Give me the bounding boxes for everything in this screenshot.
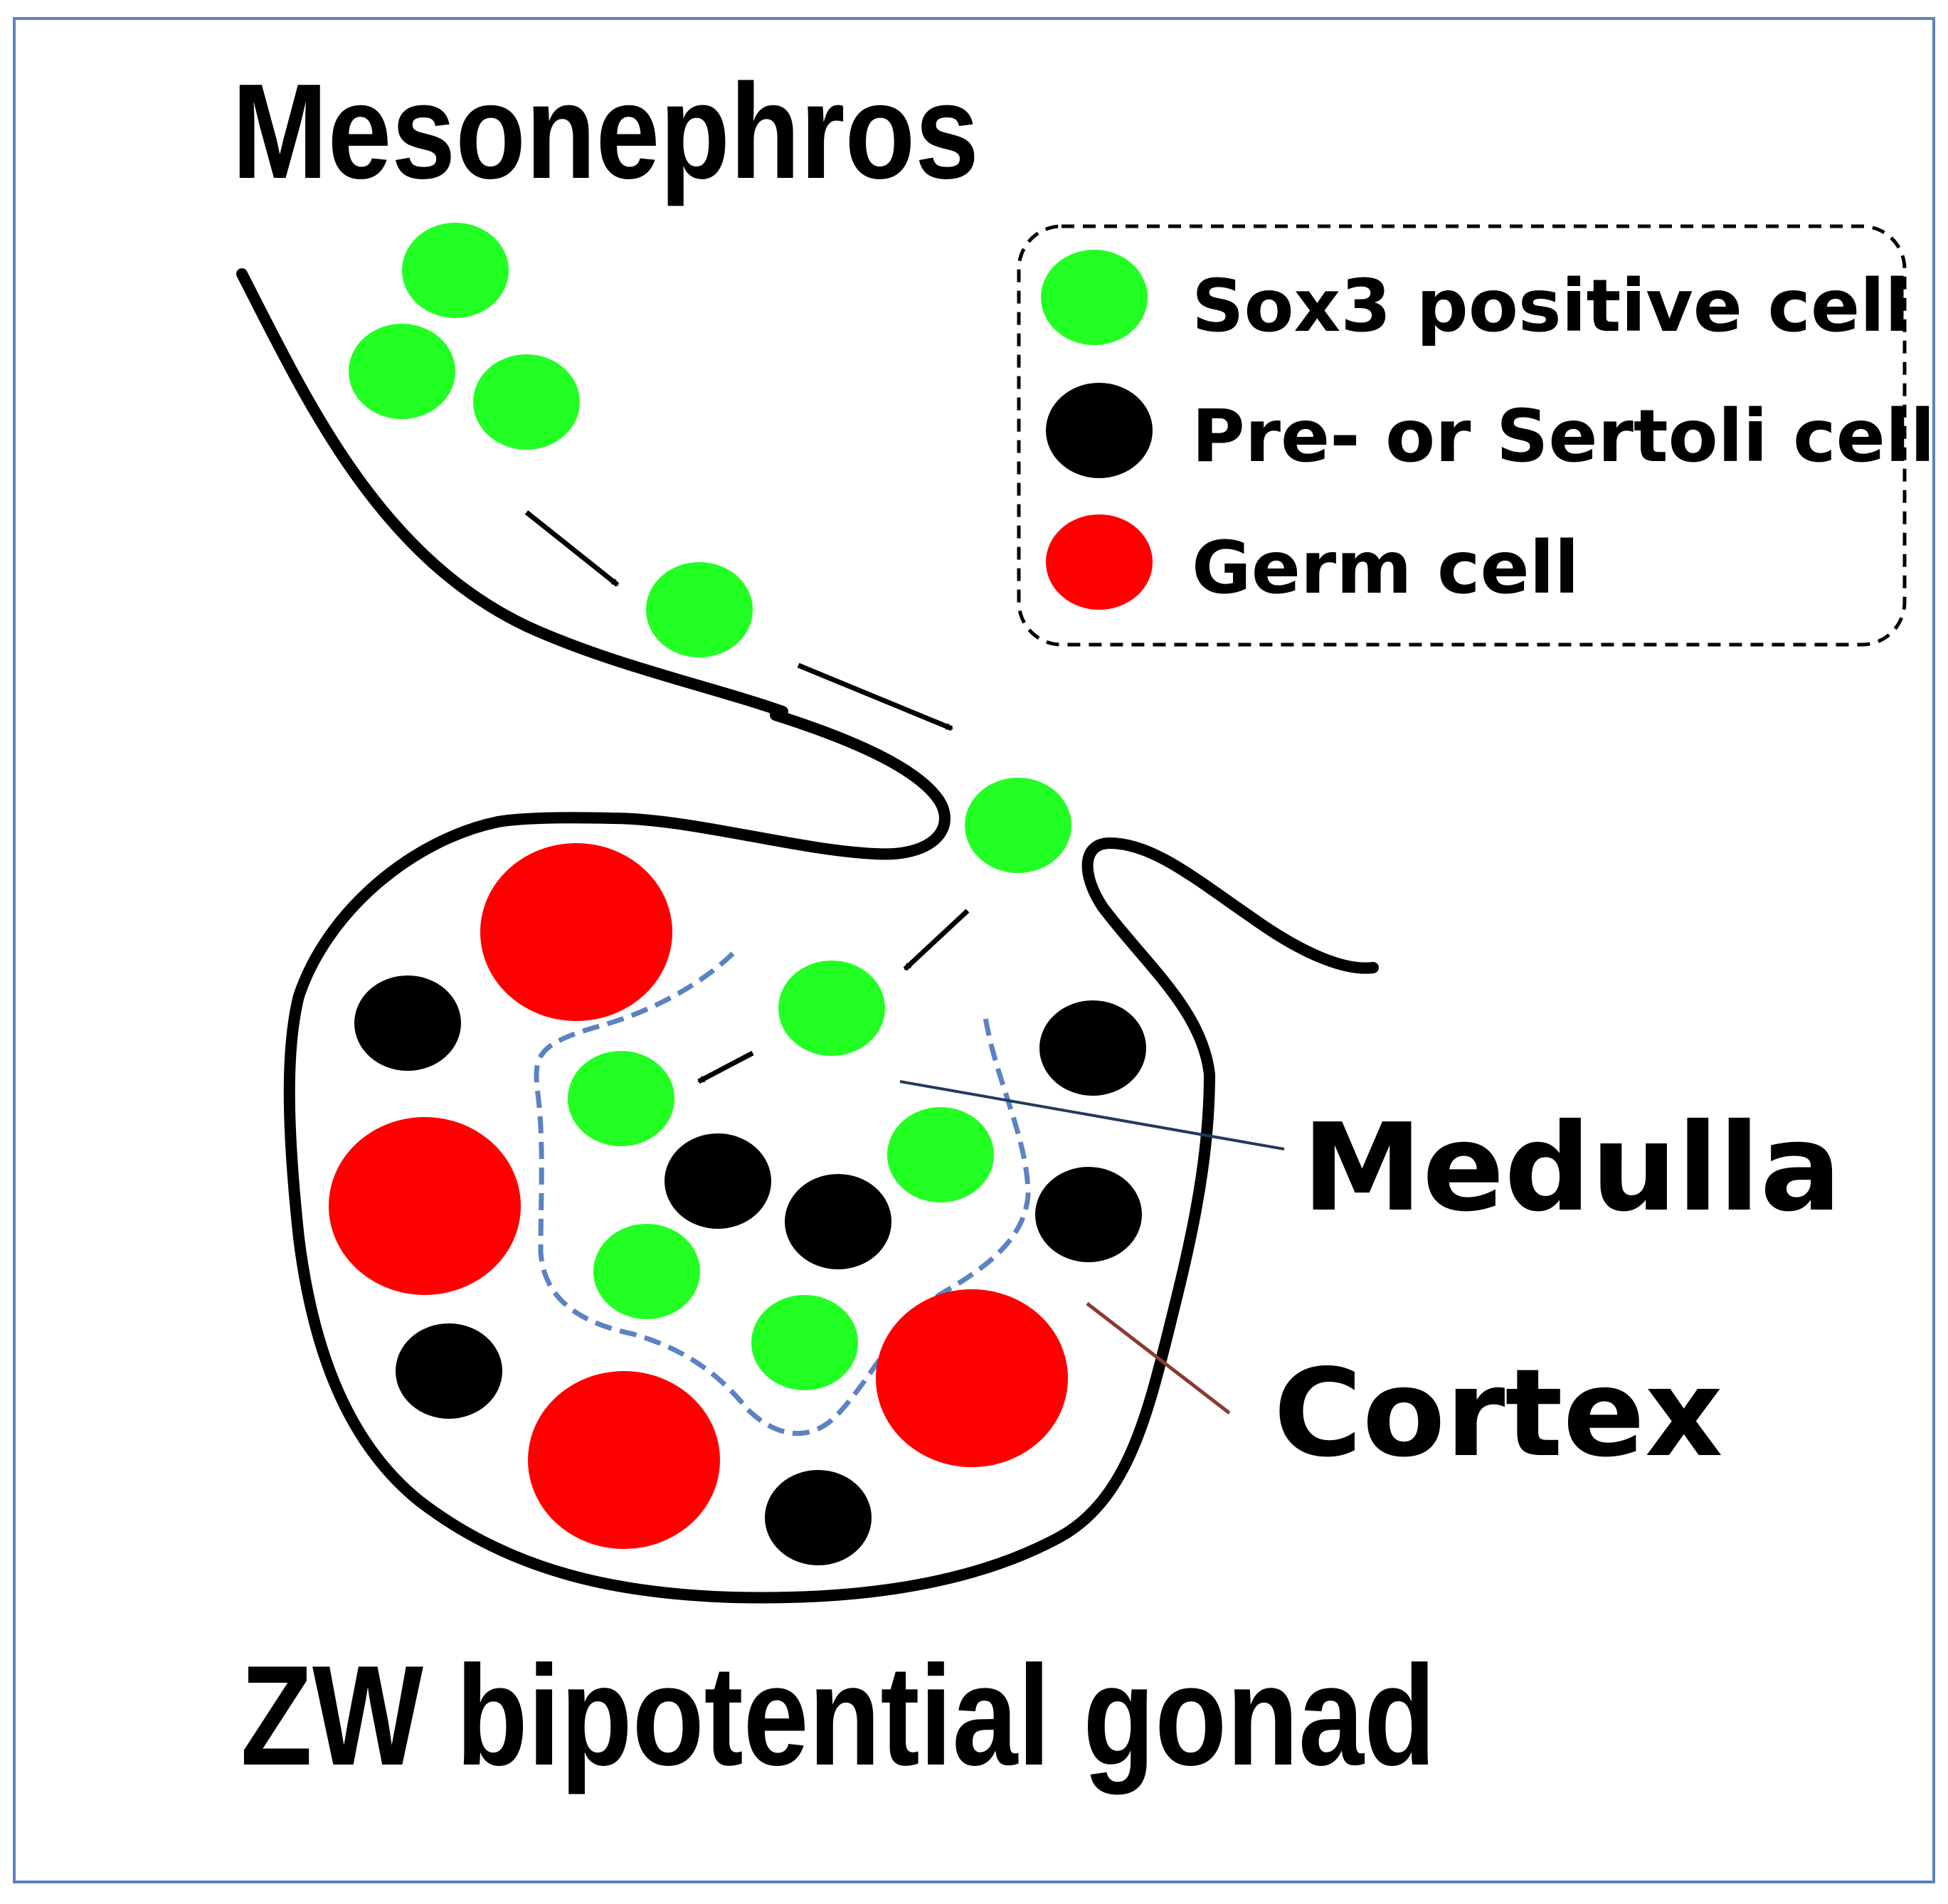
sertoli-cell [354, 975, 461, 1071]
germ-cell [528, 1371, 720, 1549]
sox3-cell [646, 562, 753, 657]
sertoli-cell [1039, 1000, 1146, 1096]
gonad-outline [283, 816, 1215, 1604]
sertoli-cell [1035, 1167, 1142, 1262]
legend-box [1017, 224, 1907, 647]
sertoli-cell [785, 1174, 891, 1269]
sox3-cell [402, 223, 509, 318]
sox3-cell [593, 1224, 700, 1319]
frame-border [13, 17, 1935, 1883]
sox3-cell [473, 354, 580, 450]
mesonephros-label: Mesonephros [232, 56, 979, 207]
legend-swatch-germ [1046, 514, 1153, 610]
mesonephros-outline-left [236, 268, 788, 717]
germ-cell [876, 1289, 1068, 1467]
gonad-title: ZW bipotential gonad [240, 1636, 1436, 1795]
legend-label-germ: Germ cell [1192, 526, 1579, 610]
germ-cell [480, 843, 672, 1021]
legend-label-sertoli: Pre- or Sertoli cell [1192, 394, 1935, 479]
medulla-pointer-line [899, 1080, 1285, 1151]
sertoli-cell [765, 1470, 872, 1565]
sox3-cell [349, 324, 455, 419]
sox3-cell [568, 1051, 674, 1146]
migration-arrow-2 [797, 662, 953, 731]
cortex-pointer-line [1086, 1302, 1231, 1414]
legend-label-sox3: Sox3 positive cell [1192, 264, 1910, 349]
sox3-cell [751, 1295, 858, 1390]
mesonephros-outline-fold [492, 709, 951, 860]
legend-swatch-sertoli [1046, 383, 1153, 478]
mesonephros-outline-right [1081, 837, 1379, 1080]
sox3-cell [887, 1107, 994, 1202]
medulla-label: Medulla [1302, 1098, 1841, 1239]
sertoli-cell [396, 1323, 502, 1419]
legend-swatch-sox3 [1041, 250, 1148, 345]
migration-arrow-1 [524, 510, 620, 587]
sertoli-cell [665, 1133, 771, 1229]
cortex-label: Cortex [1274, 1343, 1723, 1484]
sox3-cell [965, 778, 1071, 873]
migration-arrow-4 [697, 1050, 754, 1084]
migration-arrow-3 [903, 909, 970, 971]
germ-cell [329, 1117, 521, 1295]
sox3-cell [778, 961, 885, 1056]
medulla-boundary [534, 951, 1031, 1437]
